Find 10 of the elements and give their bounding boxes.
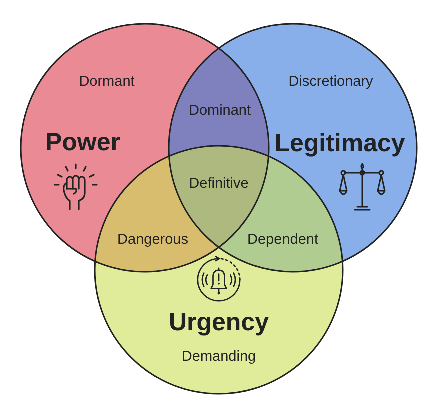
region-label: Dependent <box>248 233 318 249</box>
region-label: Dangerous <box>118 233 188 249</box>
region-label: Dormant <box>79 75 135 91</box>
circle-title: Power <box>45 129 121 157</box>
circle-title: Urgency <box>168 309 270 337</box>
region-label: Discretionary <box>288 75 374 91</box>
region-label: Demanding <box>182 350 256 366</box>
circle-title: Legitimacy <box>274 130 406 158</box>
region-label: Dominant <box>188 104 252 120</box>
region-label: Definitive <box>189 177 249 193</box>
